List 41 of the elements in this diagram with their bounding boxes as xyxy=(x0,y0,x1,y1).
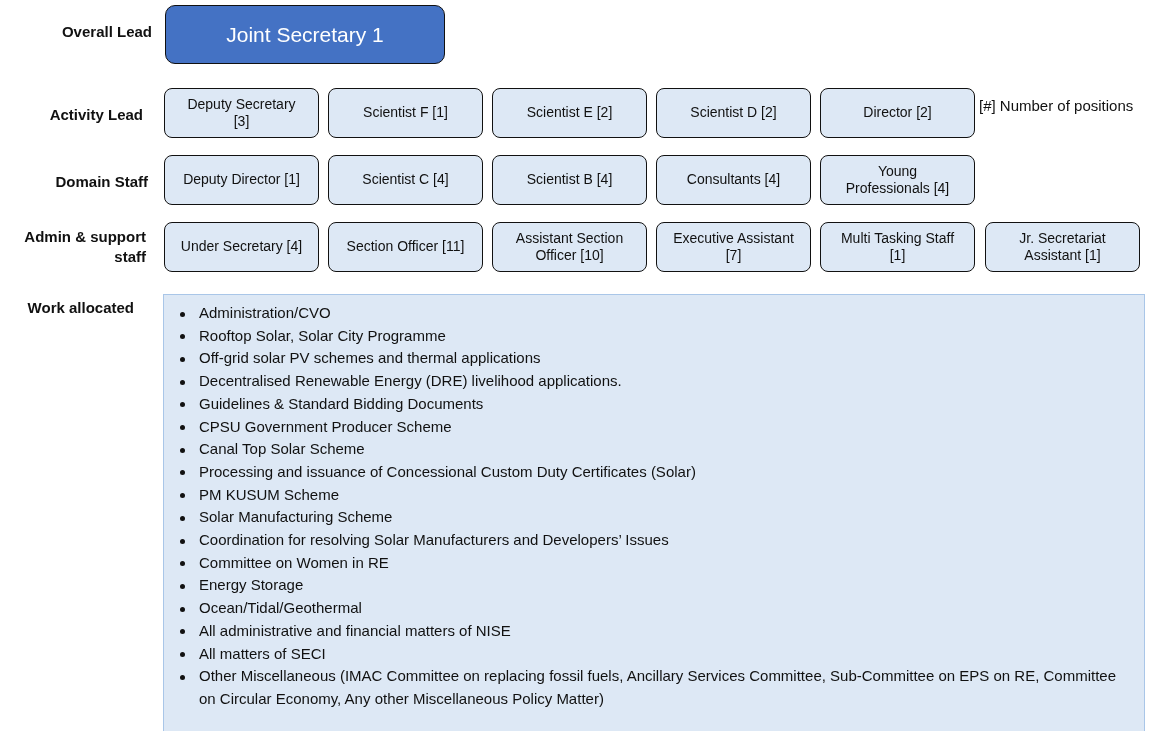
row-heading: Admin & support staff xyxy=(23,227,146,266)
position-box: Scientist B [4] xyxy=(492,155,647,205)
position-box: Deputy Director [1] xyxy=(164,155,319,205)
row-heading: Work allocated xyxy=(26,298,134,318)
position-box: Young Professionals [4] xyxy=(820,155,975,205)
position-box: Deputy Secretary [3] xyxy=(164,88,319,138)
position-box: Scientist F [1] xyxy=(328,88,483,138)
position-box: Section Officer [11] xyxy=(328,222,483,272)
position-box: Scientist D [2] xyxy=(656,88,811,138)
bullet-item: Coordination for resolving Solar Manufacturers and Developers’ Issues xyxy=(199,530,670,551)
bullet-item: Administration/CVO xyxy=(199,303,332,323)
bullet-item: Off-grid solar PV schemes and thermal applications xyxy=(199,348,542,369)
row-heading: Domain Staff xyxy=(54,172,148,192)
bullet-item: Other Miscellaneous (IMAC Committee on replacing fossil fuels, Ancillary Services Committee, Sub-Committee on EPS on RE, Committee on Circular Economy, Any other Miscellaneous Policy Matter) xyxy=(199,666,1117,709)
position-box: Consultants [4] xyxy=(656,155,811,205)
work-panel xyxy=(163,294,1145,731)
position-box: Scientist C [4] xyxy=(328,155,483,205)
bullet-item: Processing and issuance of Concessional Custom Duty Certificates (Solar) xyxy=(199,461,697,482)
position-box: Under Secretary [4] xyxy=(164,222,319,272)
position-box: Jr. Secretariat Assistant [1] xyxy=(985,222,1140,272)
row-heading: Activity Lead xyxy=(48,105,143,125)
position-box: Assistant Section Officer [10] xyxy=(492,222,647,272)
bullet-item: Rooftop Solar, Solar City Programme xyxy=(199,325,447,346)
bullet-item: Ocean/Tidal/Geothermal xyxy=(199,598,363,619)
bullet-item: CPSU Government Producer Scheme xyxy=(199,416,453,437)
bullet-item: Committee on Women in RE xyxy=(199,552,390,573)
bullet-item: All matters of SECI xyxy=(199,643,327,664)
position-box: Director [2] xyxy=(820,88,975,138)
bullet-item: PM KUSUM Scheme xyxy=(199,484,341,505)
position-box: Scientist E [2] xyxy=(492,88,647,138)
bullet-item: Energy Storage xyxy=(199,575,305,596)
position-box: Executive Assistant [7] xyxy=(656,222,811,272)
bullet-item: Decentralised Renewable Energy (DRE) livelihood applications. xyxy=(199,371,623,392)
row-heading: Overall Lead xyxy=(60,22,152,42)
position-box: Multi Tasking Staff [1] xyxy=(820,222,975,272)
note: [#] Number of positions xyxy=(979,96,1135,116)
lead-box: Joint Secretary 1 xyxy=(165,5,445,64)
bullet-item: All administrative and financial matters of NISE xyxy=(199,620,512,641)
bullet-item: Guidelines & Standard Bidding Documents xyxy=(199,393,485,414)
bullet-item: Canal Top Solar Scheme xyxy=(199,439,366,460)
bullet-item: Solar Manufacturing Scheme xyxy=(199,507,394,528)
